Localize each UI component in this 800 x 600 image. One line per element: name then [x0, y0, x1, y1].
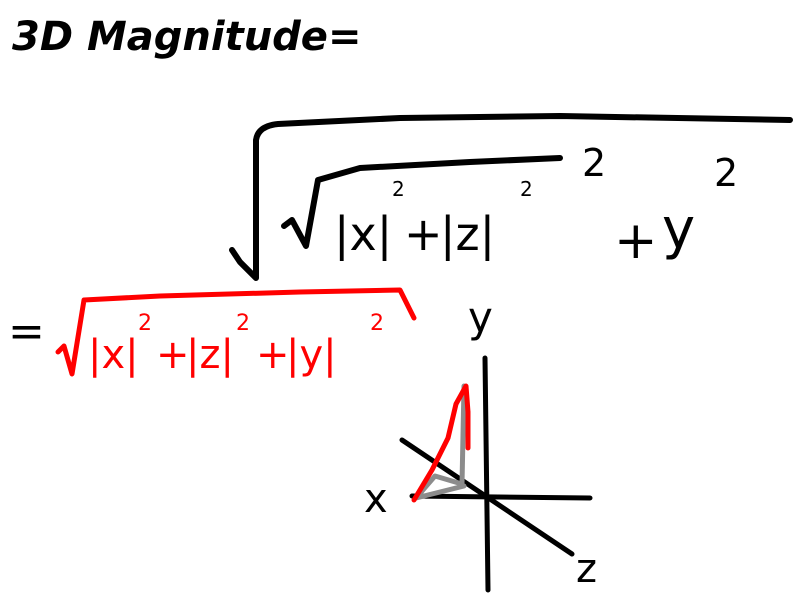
simplified-exp-y: 2	[370, 311, 384, 336]
simplified-plus-2: +	[256, 332, 290, 378]
simplified-plus-1: +	[156, 332, 190, 378]
simplified-equals: =	[8, 306, 45, 357]
x-axis-label: x	[364, 476, 388, 522]
simplified-exp-z: 2	[236, 311, 250, 336]
nested-plus-1: +	[404, 207, 443, 261]
nested-outer-exp: 2	[582, 141, 606, 185]
nested-exp-x: 2	[392, 177, 405, 201]
z-axis	[399, 437, 575, 557]
nested-term-y: y	[662, 197, 695, 262]
magnitude-vector	[411, 383, 471, 503]
simplified-term-x: |x|	[88, 332, 139, 378]
simplified-exp-x: 2	[138, 311, 152, 336]
simplified-term-z: |z|	[186, 332, 234, 378]
nested-term-z: |z|	[440, 207, 495, 262]
projection-lines	[413, 383, 467, 501]
nested-plus-2: +	[614, 211, 658, 271]
inner-radical	[281, 155, 563, 249]
y-axis	[482, 355, 491, 593]
simplified-term-y: |y|	[286, 332, 337, 378]
outer-radical	[229, 113, 793, 281]
x-axis	[409, 493, 593, 501]
z-axis-label: z	[576, 546, 597, 592]
nested-exp-z: 2	[520, 177, 533, 201]
y-axis-label: y	[468, 293, 493, 342]
nested-term-x: |x|	[334, 207, 392, 262]
nested-exp-y: 2	[714, 151, 738, 195]
simplified-radical	[55, 287, 417, 377]
page-title: 3D Magnitude=	[12, 14, 361, 60]
